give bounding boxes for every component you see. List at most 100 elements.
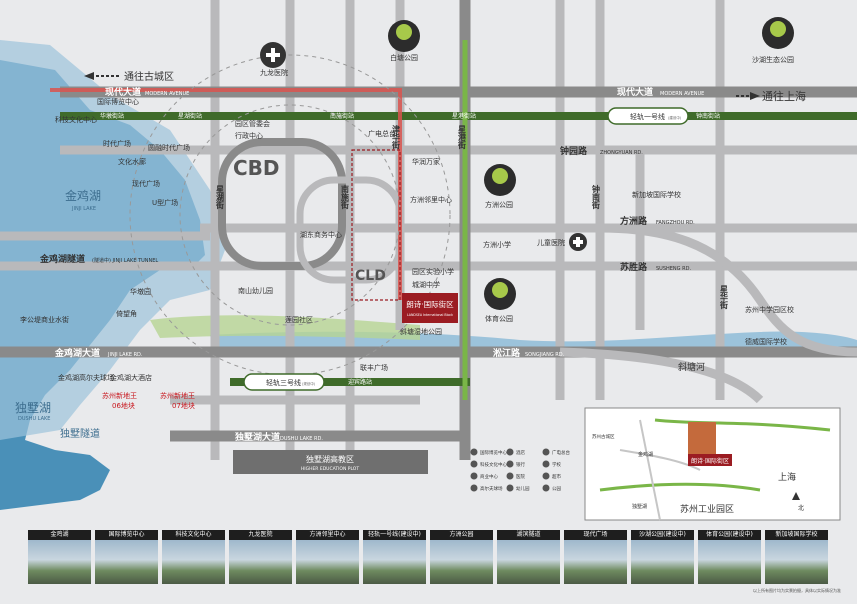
shopping-icon xyxy=(470,472,478,480)
photo-thumb[interactable]: 体育公园(建设中) xyxy=(698,530,761,584)
project-name: 朗诗·国际街区 xyxy=(406,299,454,309)
park-icon xyxy=(542,484,550,492)
park-shahu-label: 沙湖生态公园 xyxy=(752,55,794,64)
label-fangzhou: 方洲路 xyxy=(620,215,648,227)
lake-jinji-en: JINJI LAKE xyxy=(71,206,96,212)
label-xinghua: 星华街 xyxy=(720,284,729,310)
poi-wetland: 斜塘湿地公园 xyxy=(400,327,442,336)
label-jinhua: 津华街 xyxy=(392,124,401,150)
kindergarten-icon xyxy=(506,484,514,492)
poi-hotel: 金鸡湖大酒店 xyxy=(110,373,152,382)
legend-label: 国际博览中心 xyxy=(480,449,507,456)
station-xinghu: 星湖街站 xyxy=(178,112,202,120)
poi-plot-07-sub: 07地块 xyxy=(172,401,195,410)
label-modern-ave-west-en: MODERN AVENUE xyxy=(145,91,189,97)
lake-jinji: 金鸡湖 xyxy=(65,188,101,203)
photo-title: 方洲公园 xyxy=(430,530,493,540)
photo-image xyxy=(564,540,627,584)
hospital-jiulong-label: 九龙医院 xyxy=(260,68,288,77)
label-susheng-en: SUSHENG RD. xyxy=(656,266,691,272)
park-sports-label: 体育公园 xyxy=(485,314,513,323)
hospital-children-label: 儿童医院 xyxy=(537,238,565,247)
footnote: 以上所有图片均为实景拍摄，具体以实际情况为准 xyxy=(753,588,841,593)
photo-image xyxy=(162,540,225,584)
photo-thumb[interactable]: 新加坡国际学校 xyxy=(765,530,828,584)
inset-dushuhu: 独墅湖 xyxy=(632,503,647,510)
poi-business: 湖东商务中心 xyxy=(300,230,342,239)
photo-image xyxy=(497,540,560,584)
project-name-en: LANDSEA International Block xyxy=(407,313,453,317)
photo-title: 国际博览中心 xyxy=(95,530,158,540)
park-sports[interactable]: 体育公园 xyxy=(484,278,516,323)
hospital-jiulong[interactable]: 九龙医院 xyxy=(260,42,288,77)
legend-label: 银行 xyxy=(516,461,525,468)
market-icon xyxy=(542,472,550,480)
inset-project-name: 朗诗·国际街区 xyxy=(691,457,729,465)
photo-thumb[interactable]: 科技文化中心 xyxy=(162,530,225,584)
photo-thumb[interactable]: 方洲公园 xyxy=(430,530,493,584)
inset-jinjihu: 金鸡湖 xyxy=(638,451,653,458)
metro-line-3-label: 轻轨三号线 (规划中) xyxy=(243,373,325,391)
metro-line-3-sub: (规划中) xyxy=(302,381,316,386)
photo-image xyxy=(363,540,426,584)
inset-suzhou-city: 苏州古城区 xyxy=(592,433,615,440)
photo-thumb[interactable]: 现代广场 xyxy=(564,530,627,584)
cbd-ring xyxy=(218,138,346,270)
poi-plot-06-sub: 06地块 xyxy=(112,401,135,410)
poi-yuanrong: 圆融时代广场 xyxy=(148,143,190,152)
poi-modern-plaza: 现代广场 xyxy=(132,179,160,188)
poi-xietang: 斜塘河 xyxy=(678,361,705,373)
legend-label: 医院 xyxy=(516,473,525,480)
metro-line-1-label: 轻轨一号线 (建设中) xyxy=(607,107,689,125)
legend-label: 幼儿园 xyxy=(516,485,530,492)
project-block[interactable] xyxy=(402,293,458,323)
photo-thumb[interactable]: 沙湖公园(建设中) xyxy=(631,530,694,584)
poi-huadun-garden: 华墩园 xyxy=(130,287,151,296)
label-jinjihu-tunnel-en: (隧道中) JINJI LAKE TUNNEL xyxy=(92,257,158,264)
lake-dushu: 独墅湖 xyxy=(15,400,51,415)
inset-north: 北 xyxy=(798,504,804,512)
higher-edu-plot[interactable] xyxy=(233,450,428,474)
label-dushuhu-avenue: 独墅湖大道 xyxy=(234,431,280,443)
hospital-icon xyxy=(506,472,514,480)
east-ring xyxy=(599,223,857,357)
photo-title: 金鸡湖 xyxy=(28,530,91,540)
poi-broadcast: 广电总台 xyxy=(368,129,396,138)
poi-landscape: 倚望角 xyxy=(116,309,137,318)
park-baitang[interactable]: 白塘公园 xyxy=(388,20,420,62)
hospital-children[interactable]: 儿童医院 xyxy=(537,233,587,251)
photo-thumb[interactable]: 轻轨一号线(建设中) xyxy=(363,530,426,584)
higher-edu-label: 独墅湖高教区 xyxy=(306,454,354,464)
photo-thumb[interactable]: 九龙医院 xyxy=(229,530,292,584)
photo-image xyxy=(95,540,158,584)
poi-kindergarten: 南山幼儿园 xyxy=(238,286,273,295)
label-xinghu: 星湖街 xyxy=(216,184,225,210)
dushu-tunnel: 独墅隧道 xyxy=(60,427,100,440)
direction-gucheng: 通往古城区 xyxy=(84,70,174,83)
poi-u-plaza: U型广场 xyxy=(152,198,178,207)
south-curve xyxy=(559,347,764,404)
poi-management: 园区管委会 xyxy=(235,119,270,128)
photo-title: 沙湖公园(建设中) xyxy=(631,530,694,540)
park-fangzhou[interactable]: 方洲公园 xyxy=(484,164,516,209)
poi-times: 时代广场 xyxy=(103,139,131,148)
direction-gucheng-label: 通往古城区 xyxy=(124,70,174,83)
photo-thumb[interactable]: 湖滨隧道 xyxy=(497,530,560,584)
photo-title: 现代广场 xyxy=(564,530,627,540)
photo-thumb[interactable]: 国际博览中心 xyxy=(95,530,158,584)
legend: 国际博览中心酒店广电总台科技文化中心银行学校商业中心医院超市高尔夫球场幼儿园公园 xyxy=(470,448,570,492)
metro-line-1-name: 轻轨一号线 xyxy=(630,112,665,121)
label-jinjihu-avenue: 金鸡湖大道 xyxy=(54,347,100,359)
district-cld: CLD xyxy=(355,268,386,284)
label-zhongyuan-en: ZHONGYUAN RD. xyxy=(600,150,643,156)
park-shahu[interactable]: 沙湖生态公园 xyxy=(752,17,794,64)
legend-label: 广电总台 xyxy=(552,449,570,456)
photo-thumb[interactable]: 方洲邻里中心 xyxy=(296,530,359,584)
label-xinggang: 星港街 xyxy=(457,124,467,150)
photo-thumb[interactable]: 金鸡湖 xyxy=(28,530,91,584)
station-nanshi: 南施街站 xyxy=(330,112,354,120)
poi-golf: 金鸡湖高尔夫球场 xyxy=(58,373,114,382)
label-zhongnan: 钟南街 xyxy=(592,184,601,210)
tech-icon xyxy=(470,460,478,468)
